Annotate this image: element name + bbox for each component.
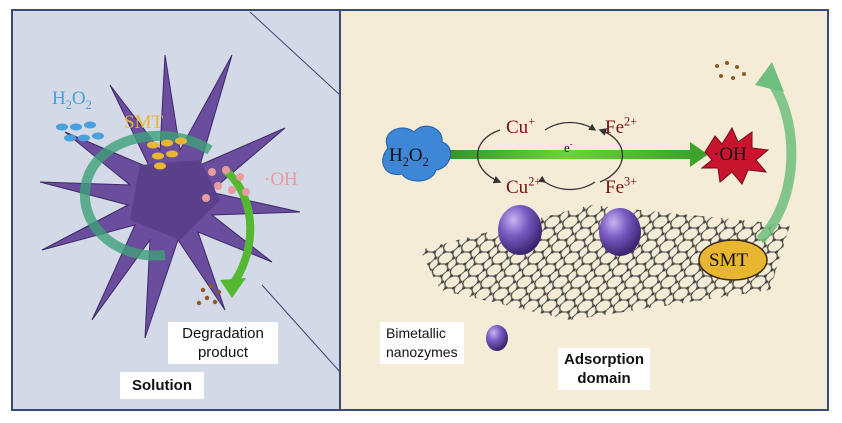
nanozyme-sphere-2 — [599, 208, 641, 256]
spiky-nanoparticle — [39, 54, 301, 339]
smt-molecules — [147, 137, 187, 170]
curved-arrowhead — [755, 62, 784, 92]
nanozyme-sphere-1 — [498, 205, 542, 255]
solution-label: Solution — [120, 372, 204, 399]
smt-ellipse — [698, 239, 768, 281]
cu-plus-label: Cu+ — [506, 114, 536, 138]
bimetallic-nanozymes-label: Bimetallic nanozymes — [380, 322, 464, 364]
cu-redox-loop — [476, 129, 502, 184]
curved-green-arrow — [756, 77, 797, 244]
cycle-arrow-left — [79, 131, 213, 261]
cycle-arrowhead — [220, 278, 246, 298]
oh-burst — [700, 126, 770, 185]
degradation-product-label: Degradation product — [168, 322, 278, 364]
left-h2o2-label: H2O2 — [52, 88, 92, 112]
fe-2plus-label: Fe2+ — [605, 114, 638, 138]
adsorption-domain-label: Adsorption domain — [558, 348, 650, 390]
main-green-arrow-shaft — [440, 150, 692, 159]
h2o2-molecules — [56, 121, 104, 142]
divider-diagonal-top — [249, 11, 341, 96]
oh-molecules — [202, 166, 250, 202]
fe-3plus-label: Fe3+ — [605, 174, 638, 198]
electron-label: e- — [564, 138, 573, 155]
divider-diagonal-bottom — [261, 284, 341, 373]
cycle-arrow-right — [222, 166, 255, 288]
right-oh-label: ·OH — [713, 144, 747, 165]
degradation-dots-right — [715, 61, 746, 80]
main-green-arrowhead — [690, 142, 708, 167]
right-h2o2-label: H2O2 — [389, 145, 429, 169]
electron-transfer-lower — [538, 175, 596, 191]
right-smt-label: SMT — [709, 250, 749, 271]
h2o2-cloud — [382, 125, 451, 182]
fe-redox-loop — [598, 128, 624, 183]
left-smt-label: SMT — [124, 112, 164, 133]
figure-frame — [11, 9, 829, 411]
nanozyme-sphere-small — [486, 325, 508, 351]
left-oh-label: ·OH — [264, 169, 298, 190]
cu-2plus-label: Cu2+ — [506, 174, 542, 198]
electron-transfer-upper — [544, 121, 597, 131]
degradation-dots — [196, 283, 222, 306]
